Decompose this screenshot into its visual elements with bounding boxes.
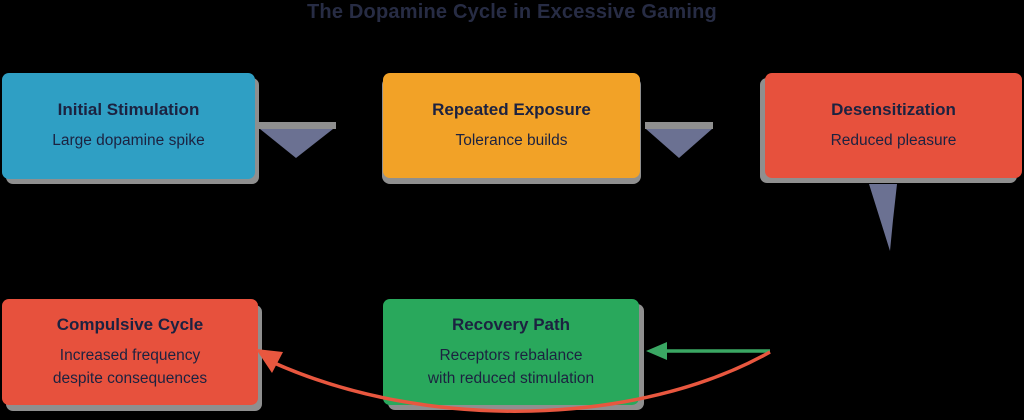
box-initial-stimulation: Initial Stimulation Large dopamine spike [2, 73, 255, 179]
box-title: Desensitization [831, 99, 956, 119]
box-subtitle-line: Receptors rebalance [439, 346, 583, 364]
box-subtitle-line: Reduced pleasure [830, 131, 957, 149]
box-title: Repeated Exposure [432, 99, 591, 119]
box-title: Recovery Path [451, 314, 571, 334]
box-title: Initial Stimulation [57, 100, 200, 119]
box-desensitization: Desensitization Reduced pleasure [765, 73, 1022, 178]
connector-desensitization-down-arrow-icon [869, 184, 897, 251]
box-repeated-exposure: Repeated Exposure Tolerance builds [383, 73, 640, 178]
connector-into-recovery-arrow-icon [646, 342, 770, 360]
box-subtitle-line: despite consequences [52, 369, 208, 387]
connector-repeated-to-desensitization-arrow-icon [645, 122, 713, 158]
box-compulsive-cycle: Compulsive Cycle Increased frequency des… [2, 299, 258, 405]
box-subtitle-line: Tolerance builds [455, 131, 568, 149]
box-subtitle-line: with reduced stimulation [427, 369, 595, 387]
box-subtitle-line: Large dopamine spike [52, 132, 205, 149]
box-title: Compulsive Cycle [56, 314, 204, 334]
box-subtitle-line: Increased frequency [59, 346, 201, 364]
box-recovery-path: Recovery Path Receptors rebalance with r… [383, 299, 639, 405]
page-title: The Dopamine Cycle in Excessive Gaming [307, 1, 717, 23]
connector-initial-to-repeated-arrow-icon [258, 122, 336, 158]
